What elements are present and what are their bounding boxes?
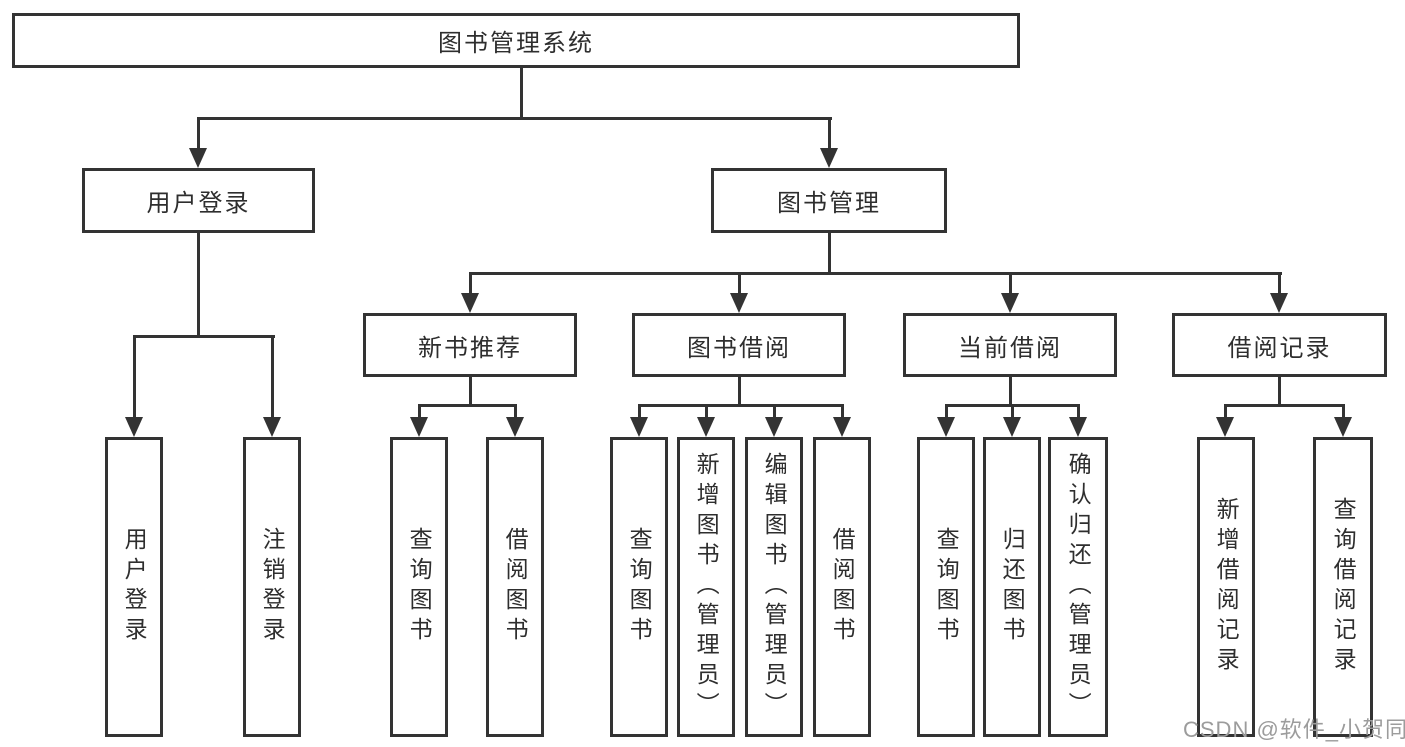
edge-line: [418, 404, 421, 419]
edge-line: [828, 233, 831, 275]
edge-line: [1011, 404, 1014, 419]
leaf-label: 查询图书: [626, 527, 653, 647]
arrowhead-down: [630, 417, 648, 437]
leaf-label: 注销登录: [259, 527, 286, 647]
node-label: 图书借阅: [687, 334, 791, 362]
node-label: 当前借阅: [958, 334, 1062, 362]
edge-line: [1077, 404, 1080, 419]
arrowhead-down: [697, 417, 715, 437]
leaf-label: 查询图书: [406, 527, 433, 647]
leaf-label: 新增图书（管理员）: [693, 452, 720, 722]
edge-line: [638, 404, 844, 407]
leaf-label: 新增借阅记录: [1213, 497, 1240, 677]
edge-line: [469, 272, 472, 295]
arrowhead-down: [1270, 293, 1288, 313]
node-label: 新书推荐: [418, 334, 522, 362]
leaf-borrow-books-newbook: 借阅图书: [486, 437, 544, 737]
arrowhead-down: [820, 148, 838, 168]
leaf-query-borrow-record: 查询借阅记录: [1313, 437, 1373, 737]
edge-line: [828, 117, 831, 150]
edge-line: [418, 404, 517, 407]
edge-line: [1342, 404, 1345, 419]
leaf-label: 查询借阅记录: [1330, 497, 1357, 677]
node-new-book-recommend: 新书推荐: [363, 313, 577, 377]
arrowhead-down: [1334, 417, 1352, 437]
arrowhead-down: [833, 417, 851, 437]
leaf-return-books: 归还图书: [983, 437, 1041, 737]
edge-line: [514, 404, 517, 419]
edge-line: [197, 117, 832, 120]
leaf-label: 编辑图书（管理员）: [761, 452, 788, 722]
node-user-login-group: 用户登录: [82, 168, 315, 233]
edge-line: [1278, 377, 1281, 406]
arrowhead-down: [125, 417, 143, 437]
arrowhead-down: [263, 417, 281, 437]
arrowhead-down: [765, 417, 783, 437]
node-book-borrowing: 图书借阅: [632, 313, 846, 377]
edge-line: [1224, 404, 1345, 407]
leaf-logout: 注销登录: [243, 437, 301, 737]
edge-line: [738, 272, 741, 295]
csdn-watermark: CSDN @软件_小贺同学: [1183, 717, 1405, 742]
arrowhead-down: [1003, 417, 1021, 437]
arrowhead-down: [1069, 417, 1087, 437]
edge-line: [469, 272, 1282, 275]
edge-line: [945, 404, 948, 419]
leaf-query-books-borrowing: 查询图书: [610, 437, 668, 737]
edge-line: [1009, 272, 1012, 295]
leaf-confirm-return-admin: 确认归还（管理员）: [1048, 437, 1108, 737]
leaf-add-books-admin: 新增图书（管理员）: [677, 437, 735, 737]
leaf-label: 借阅图书: [829, 527, 856, 647]
edge-line: [520, 68, 523, 118]
node-current-borrowing: 当前借阅: [903, 313, 1117, 377]
edge-line: [1278, 272, 1281, 295]
node-label: 借阅记录: [1227, 334, 1332, 362]
arrowhead-down: [506, 417, 524, 437]
edge-line: [133, 335, 136, 419]
leaf-query-books-newbook: 查询图书: [390, 437, 448, 737]
edge-line: [773, 404, 776, 419]
node-label: 图书管理系统: [438, 30, 594, 57]
leaf-query-books-current: 查询图书: [917, 437, 975, 737]
edge-line: [1009, 377, 1012, 406]
edge-line: [469, 377, 472, 406]
edge-line: [841, 404, 844, 419]
leaf-label: 确认归还（管理员）: [1065, 452, 1092, 722]
edge-line: [1224, 404, 1227, 419]
leaf-borrow-books-borrowing: 借阅图书: [813, 437, 871, 737]
leaf-label: 查询图书: [933, 527, 960, 647]
leaf-label: 借阅图书: [502, 527, 529, 647]
edge-line: [705, 404, 708, 419]
node-book-management: 图书管理: [711, 168, 947, 233]
edge-line: [638, 404, 641, 419]
arrowhead-down: [1216, 417, 1234, 437]
leaf-label: 用户登录: [121, 527, 148, 647]
leaf-user-login: 用户登录: [105, 437, 163, 737]
node-borrow-records: 借阅记录: [1172, 313, 1387, 377]
arrowhead-down: [730, 293, 748, 313]
leaf-add-borrow-record: 新增借阅记录: [1197, 437, 1255, 737]
node-label: 用户登录: [146, 190, 251, 217]
leaf-label: 归还图书: [999, 527, 1026, 647]
edge-line: [197, 117, 200, 150]
edge-line: [133, 335, 275, 338]
edge-line: [738, 377, 741, 406]
node-library-management-system: 图书管理系统: [12, 13, 1020, 68]
arrowhead-down: [410, 417, 428, 437]
arrowhead-down: [189, 148, 207, 168]
edge-line: [271, 335, 274, 419]
arrowhead-down: [937, 417, 955, 437]
leaf-edit-books-admin: 编辑图书（管理员）: [745, 437, 803, 737]
arrowhead-down: [461, 293, 479, 313]
edge-line: [197, 233, 200, 337]
arrowhead-down: [1001, 293, 1019, 313]
node-label: 图书管理: [777, 190, 881, 217]
